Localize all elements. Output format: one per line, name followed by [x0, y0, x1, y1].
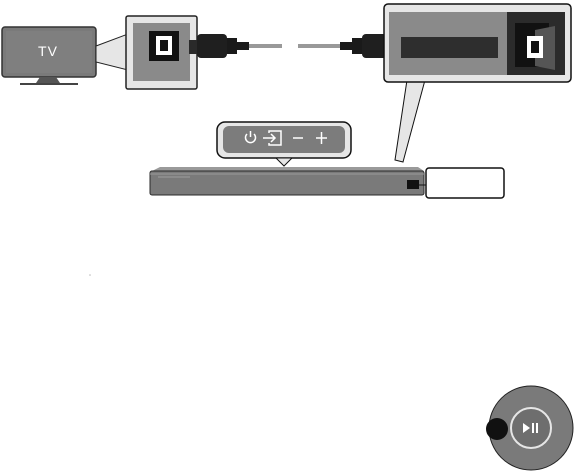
remote-control-closeup [486, 385, 574, 471]
tv-label: TV [38, 43, 58, 59]
optical-port-icon [149, 31, 179, 61]
tv-illustration [1, 26, 97, 85]
soundbar-body [149, 167, 425, 196]
tv-optical-port-callout [95, 15, 198, 90]
power-icon [244, 131, 257, 144]
play-pause-icon [523, 423, 538, 433]
volume-up-icon [316, 132, 327, 144]
soundbar-rear-panel-callout [383, 3, 572, 163]
dot-mark [89, 274, 91, 276]
source-icon [263, 130, 282, 146]
soundbar-control-panel-callout [216, 121, 352, 167]
optical-cable-plug-left [189, 34, 249, 58]
soundbar-display-callout [419, 167, 505, 199]
